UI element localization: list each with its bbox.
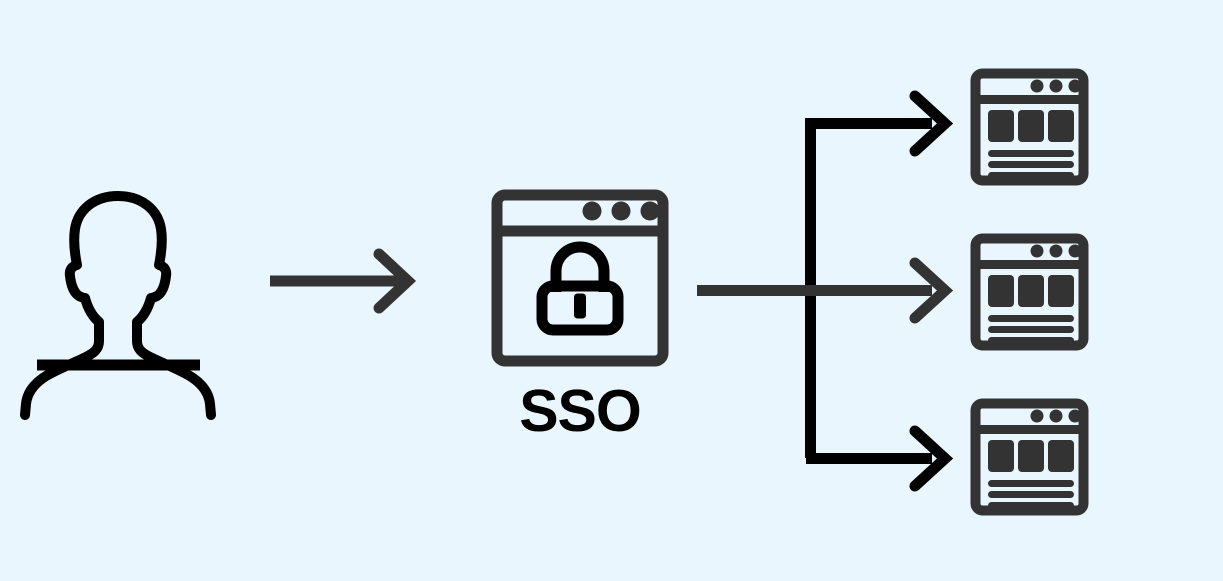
- content-line: [988, 326, 1074, 333]
- arrow-sso-to-apps-branch: [697, 90, 954, 492]
- target-app-window-1: [970, 68, 1089, 186]
- window-dot-icon: [611, 201, 631, 221]
- content-line: [988, 480, 1074, 487]
- window-dot-icon: [582, 201, 602, 221]
- user-avatar-icon: [20, 191, 216, 420]
- sso-window-frame: [491, 189, 669, 367]
- target-app-window-2: [970, 233, 1089, 351]
- content-line: [988, 161, 1074, 168]
- content-line: [988, 491, 1074, 498]
- content-block: [1048, 275, 1074, 307]
- content-line: [988, 315, 1074, 322]
- arrow-user-to-sso: [270, 248, 417, 314]
- content-block: [1048, 110, 1074, 142]
- window-dot-icon: [1068, 244, 1082, 258]
- window-dot-icon: [1049, 79, 1063, 93]
- window-dot-icon: [1068, 79, 1082, 93]
- content-line: [988, 502, 1074, 509]
- content-block: [1048, 440, 1074, 472]
- window-dot-icon: [1030, 244, 1044, 258]
- content-block: [1018, 440, 1044, 472]
- arrowhead-icon: [909, 425, 954, 492]
- content-block: [988, 440, 1014, 472]
- content-block: [988, 110, 1014, 142]
- sso-browser-window: [491, 189, 669, 367]
- sso-label: SSO: [519, 378, 642, 444]
- window-dot-icon: [1030, 409, 1044, 423]
- window-dot-icon: [1049, 244, 1063, 258]
- arrowhead-icon: [909, 90, 954, 157]
- target-app-window-3: [970, 398, 1089, 516]
- window-dot-icon: [640, 201, 660, 221]
- content-block: [1018, 275, 1044, 307]
- arrowhead-icon: [909, 257, 954, 324]
- content-line: [988, 150, 1074, 157]
- app-window-frame: [970, 398, 1089, 516]
- window-dot-icon: [1049, 409, 1063, 423]
- lock-icon: [536, 241, 624, 336]
- app-window-frame: [970, 233, 1089, 351]
- content-line: [988, 172, 1074, 179]
- content-block: [988, 275, 1014, 307]
- window-dot-icon: [1068, 409, 1082, 423]
- app-window-frame: [970, 68, 1089, 186]
- content-line: [988, 337, 1074, 344]
- content-block: [1018, 110, 1044, 142]
- window-dot-icon: [1030, 79, 1044, 93]
